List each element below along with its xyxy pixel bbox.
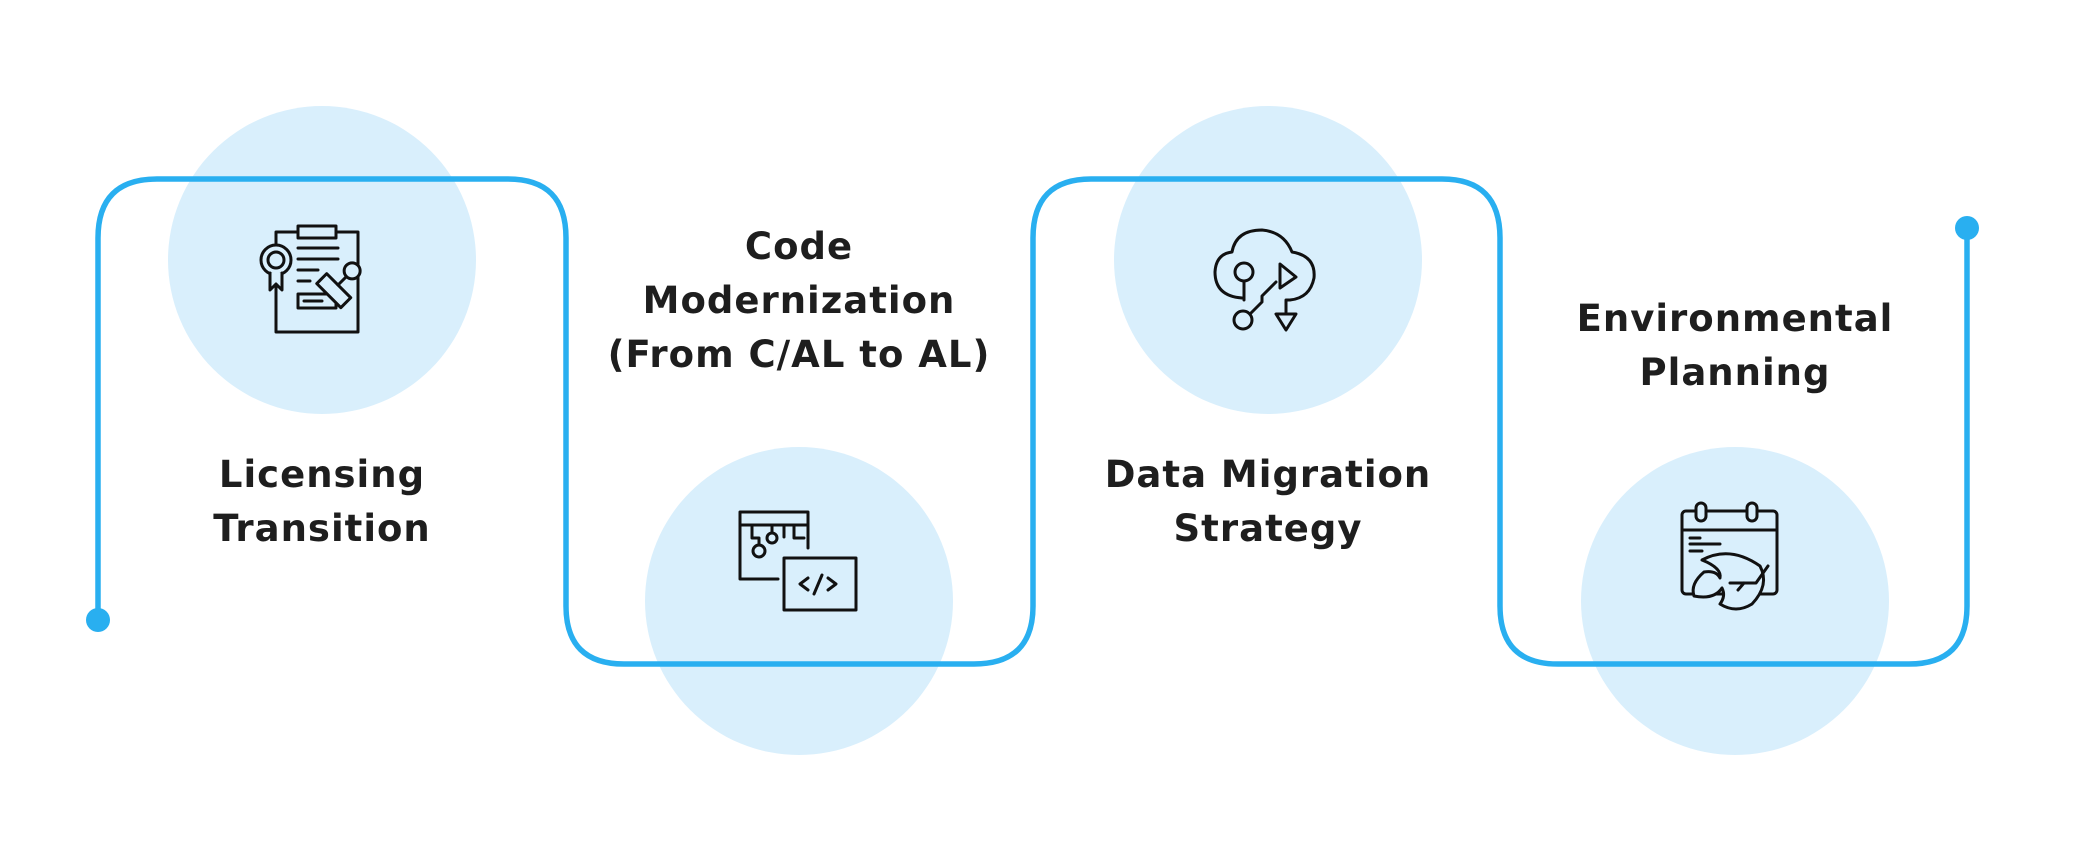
- cloud-data-migration-icon: [1213, 228, 1316, 332]
- step-1-label: Licensing Transition: [112, 448, 532, 556]
- step-3-circle: [1114, 106, 1422, 414]
- calendar-leaf-icon: [1680, 501, 1779, 611]
- flow-connector-line: [95, 176, 1970, 667]
- step-4-label-line-2: Planning: [1639, 351, 1831, 394]
- step-4-label-line-1: Environmental: [1576, 297, 1894, 340]
- step-2-label-line-2: Modernization: [642, 279, 956, 322]
- step-3-label: Data Migration Strategy: [1058, 448, 1478, 556]
- step-4-label: Environmental Planning: [1525, 292, 1945, 400]
- step-1-label-line-1: Licensing: [218, 453, 426, 496]
- step-2-label: Code Modernization (From C/AL to AL): [589, 220, 1009, 382]
- step-1-label-line-2: Transition: [213, 507, 431, 550]
- step-3-label-line-1: Data Migration: [1104, 453, 1432, 496]
- step-2-label-line-3: (From C/AL to AL): [607, 333, 991, 376]
- step-2-label-line-1: Code: [744, 225, 854, 268]
- code-window-circuit-icon: [738, 510, 858, 612]
- step-3-label-line-2: Strategy: [1173, 507, 1363, 550]
- flow-start-dot: [86, 608, 110, 632]
- license-certificate-stamp-icon: [259, 224, 362, 334]
- flow-end-dot: [1955, 216, 1979, 240]
